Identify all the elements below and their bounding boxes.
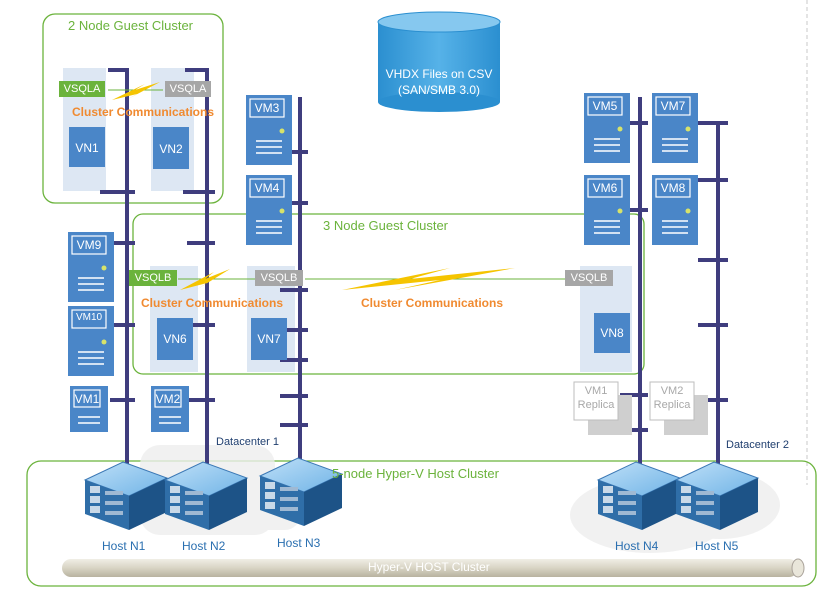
host-n4-label: Host N4 (615, 539, 659, 553)
replica-vm1-name: VM1 (584, 385, 608, 397)
vm-towers (68, 93, 698, 432)
lightning-icon (342, 268, 515, 290)
vm1-tower-icon (70, 386, 108, 432)
host-cluster-title: 5-node Hyper-V Host Cluster (332, 466, 499, 481)
vm9-tower-icon (68, 232, 114, 302)
replica-vm2 (649, 381, 708, 435)
vn2-label: VN2 (159, 142, 183, 156)
vm6-label: VM6 (592, 181, 618, 195)
vn7-box (251, 318, 287, 360)
vm10-tower-icon (68, 306, 114, 376)
host-n3-label: Host N3 (277, 536, 321, 550)
host-n5-label: Host N5 (695, 539, 739, 553)
replica-vm2-label: VM2 Replica (650, 384, 694, 412)
server-icon (83, 461, 169, 530)
lightning-icon (112, 82, 160, 100)
server-icon (258, 457, 344, 526)
replica-vm2-name: VM2 (660, 385, 684, 397)
vsqlb-tag-2: VSQLB (255, 270, 303, 286)
vm8-tower-icon (652, 175, 698, 245)
host-n2-label: Host N2 (182, 539, 226, 553)
replica-vm2-sub: Replica (653, 399, 691, 411)
storage-label: VHDX Files on CSV (SAN/SMB 3.0) (378, 66, 500, 98)
vm4-tower-icon (246, 175, 292, 245)
server-icon (674, 461, 760, 530)
storage-line2: (SAN/SMB 3.0) (397, 83, 481, 97)
vm3-label: VM3 (254, 101, 280, 115)
storage-line1: VHDX Files on CSV (385, 67, 493, 81)
vsqlb-tag-3: VSQLB (565, 270, 613, 286)
vm3-tower-icon (246, 95, 292, 165)
server-icon (163, 461, 249, 530)
vm1-label: VM1 (74, 392, 100, 406)
vm2-label: VM2 (155, 392, 181, 406)
host-cluster-bar (62, 558, 805, 578)
vsqla-tag-1: VSQLA (59, 81, 105, 97)
servers (83, 457, 760, 530)
network-lines (108, 68, 720, 480)
cluster-comm-label-c: Cluster Communications (361, 296, 504, 310)
vsqlb-tag-1: VSQLB (129, 270, 177, 286)
vm6-tower-icon (584, 175, 630, 245)
vm4-label: VM4 (254, 181, 280, 195)
host-bar-label: Hyper-V HOST Cluster (368, 560, 490, 574)
vm2-tower-icon (151, 386, 189, 432)
vn8-box (594, 313, 630, 353)
vn1-box (69, 127, 105, 167)
replica-vm1-label: VM1 Replica (574, 384, 618, 412)
vm9-label: VM9 (76, 238, 102, 252)
replica-vm1 (573, 381, 632, 435)
vsqla-tag-2: VSQLA (165, 81, 211, 97)
host-cluster-box (26, 460, 817, 587)
three-node-cluster-title: 3 Node Guest Cluster (323, 218, 449, 233)
three-node-cluster-box (132, 213, 645, 375)
vm5-label: VM5 (592, 99, 618, 113)
cluster-comm-label-b: Cluster Communications (141, 296, 284, 310)
vn7-label: VN7 (257, 332, 281, 346)
vm5-tower-icon (584, 93, 630, 163)
vn8-label: VN8 (600, 326, 624, 340)
storage-cylinder-icon (377, 11, 501, 112)
vm8-label: VM8 (660, 181, 686, 195)
two-node-cluster-title: 2 Node Guest Cluster (68, 18, 194, 33)
datacenter2-label: Datacenter 2 (726, 439, 789, 451)
vn2-box (153, 127, 189, 169)
vm10-label: VM10 (75, 312, 103, 323)
datacenter1-label: Datacenter 1 (216, 436, 279, 448)
vn6-label: VN6 (163, 332, 187, 346)
vn6-box (157, 318, 193, 360)
two-node-cluster-box (42, 13, 224, 204)
vm7-label: VM7 (660, 99, 686, 113)
vm7-tower-icon (652, 93, 698, 163)
replica-vm1-sub: Replica (577, 399, 615, 411)
server-icon (596, 461, 682, 530)
cluster-comm-label-a: Cluster Communications (72, 105, 215, 119)
host-n1-label: Host N1 (102, 539, 146, 553)
lightning-icon (180, 269, 230, 290)
vn1-label: VN1 (75, 141, 99, 155)
